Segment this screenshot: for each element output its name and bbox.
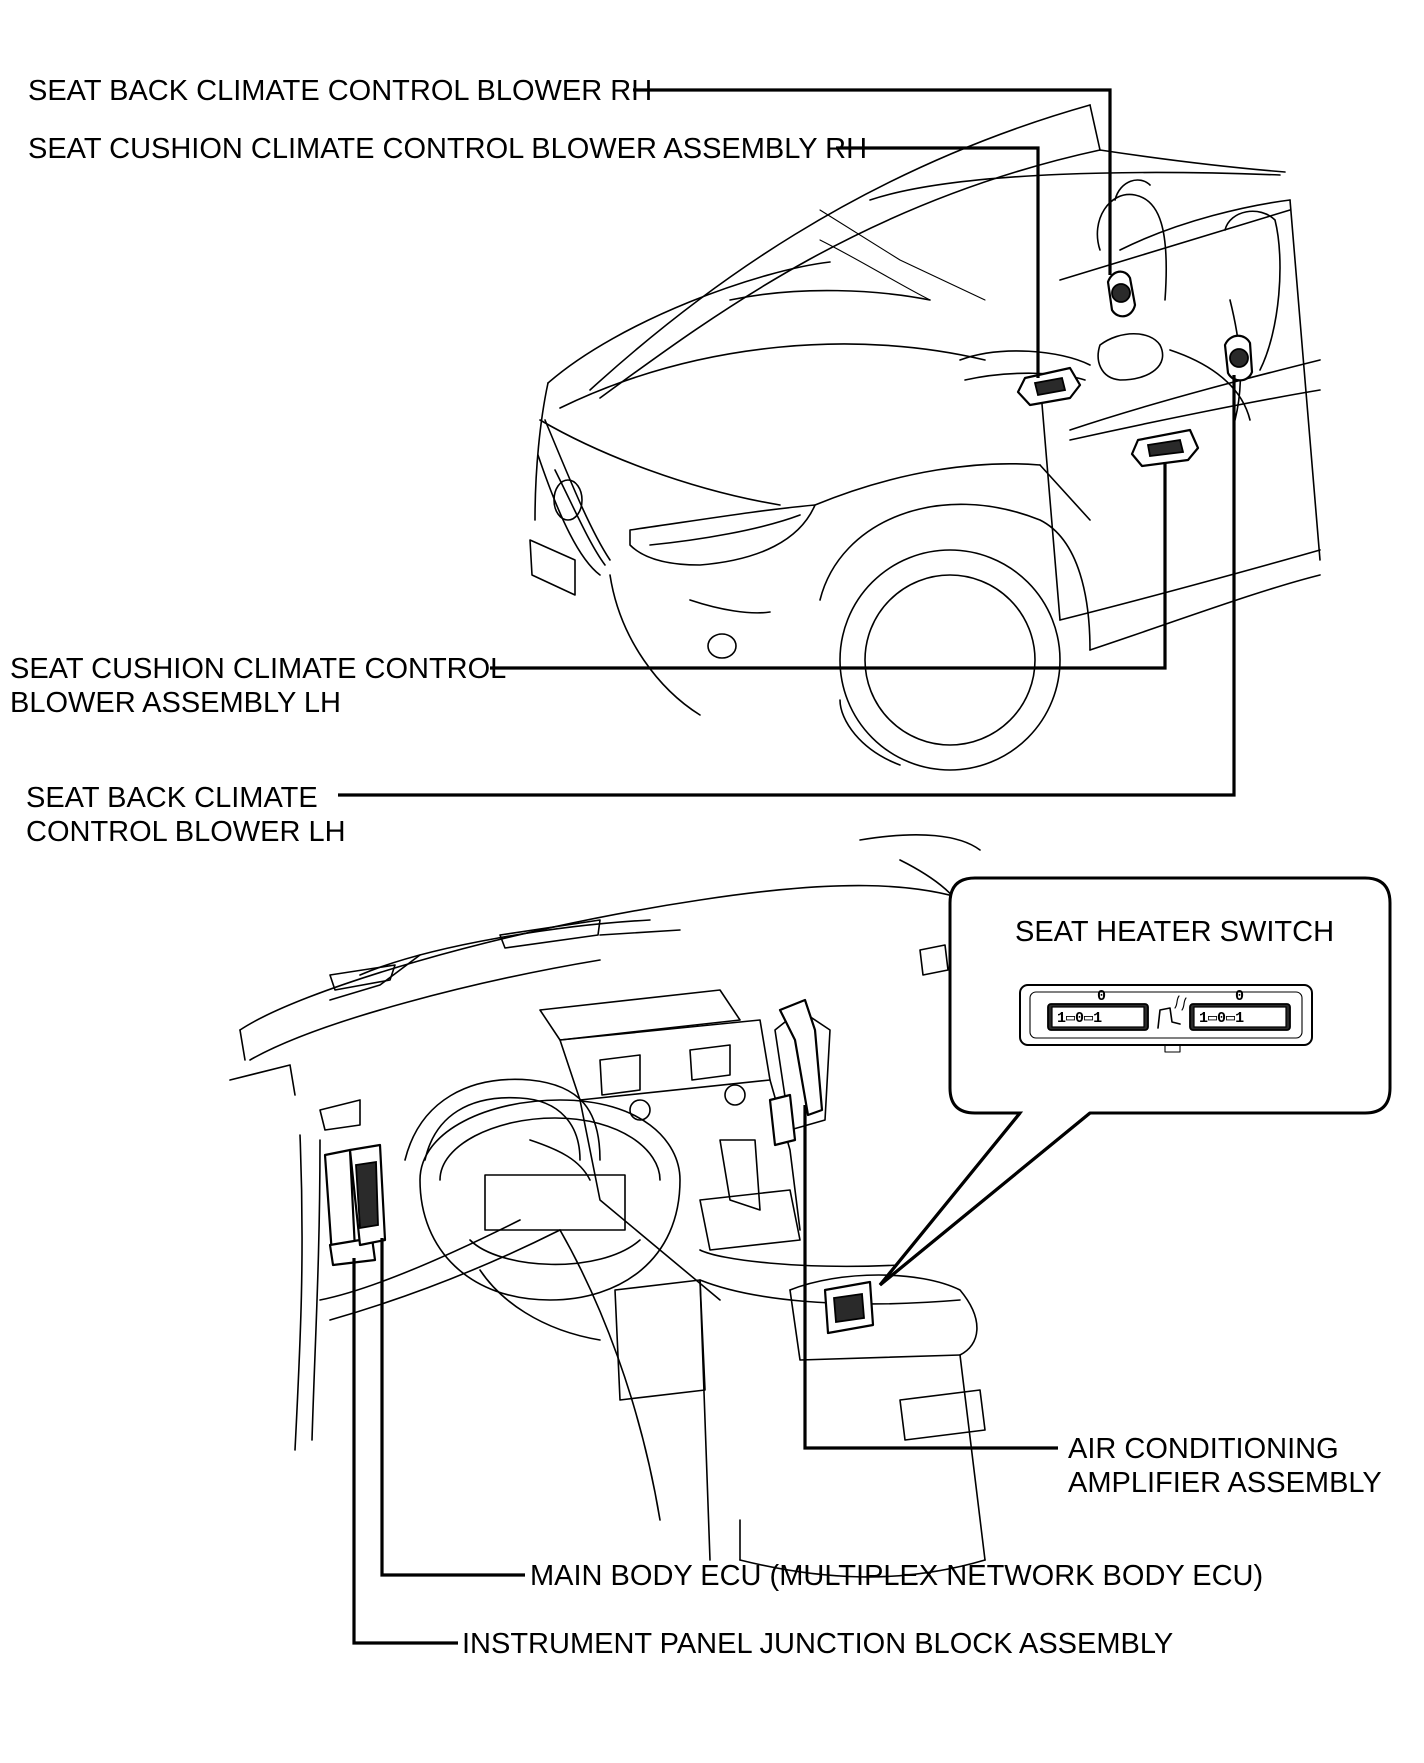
main-body-ecu-part — [348, 1143, 387, 1247]
ac-amplifier-part — [823, 1280, 875, 1335]
label-seat-back-blower-rh: SEAT BACK CLIMATE CONTROL BLOWER RH — [28, 75, 652, 107]
svg-text:1▭0▭1: 1▭0▭1 — [1199, 1010, 1244, 1027]
label-seat-back-blower-lh-line1: SEAT BACK CLIMATE — [26, 782, 318, 814]
seat-heater-icon — [1157, 995, 1187, 1029]
label-seat-cushion-blower-lh-line1: SEAT CUSHION CLIMATE CONTROL — [10, 653, 506, 685]
right-seat-heater-dial: 1▭0▭1 — [1189, 1003, 1291, 1031]
left-seat-heater-dial: 1▭0▭1 — [1047, 1003, 1149, 1031]
label-junction-block: INSTRUMENT PANEL JUNCTION BLOCK ASSEMBLY — [462, 1628, 1173, 1660]
label-main-body-ecu: MAIN BODY ECU (MULTIPLEX NETWORK BODY EC… — [530, 1560, 1263, 1592]
label-seat-back-blower-lh-line2: CONTROL BLOWER LH — [26, 816, 346, 848]
ac-amplifier-bracket-part — [768, 998, 824, 1147]
switch-top-mark-left: 0 — [1097, 988, 1106, 1005]
label-ac-amplifier-line2: AMPLIFIER ASSEMBLY — [1068, 1467, 1382, 1499]
labels: SEAT BACK CLIMATE CONTROL BLOWER RH SEAT… — [10, 75, 1382, 1660]
label-ac-amplifier-line1: AIR CONDITIONING — [1068, 1433, 1339, 1465]
seat-heater-switch-callout: SEAT HEATER SWITCH 0 0 1▭0▭1 1▭0▭1 — [878, 876, 1392, 1287]
seat-heater-switch-label: SEAT HEATER SWITCH — [1015, 916, 1334, 948]
switch-top-mark-right: 0 — [1235, 988, 1244, 1005]
dashboard-illustration — [229, 834, 986, 1578]
seat-back-blower-rh-part — [1106, 270, 1137, 318]
label-seat-cushion-blower-rh: SEAT CUSHION CLIMATE CONTROL BLOWER ASSE… — [28, 133, 867, 165]
seat-back-blower-lh-part — [1223, 334, 1254, 382]
seat-heater-switch-panel: 0 0 1▭0▭1 1▭0▭1 — [1019, 984, 1313, 1053]
vehicle-illustration — [529, 104, 1321, 771]
seat-cushion-blower-lh-part — [1130, 428, 1200, 468]
svg-text:1▭0▭1: 1▭0▭1 — [1057, 1010, 1102, 1027]
seat-cushion-blower-rh-part — [1016, 366, 1082, 407]
leader-lines — [338, 88, 1236, 1645]
label-seat-cushion-blower-lh-line2: BLOWER ASSEMBLY LH — [10, 687, 341, 719]
